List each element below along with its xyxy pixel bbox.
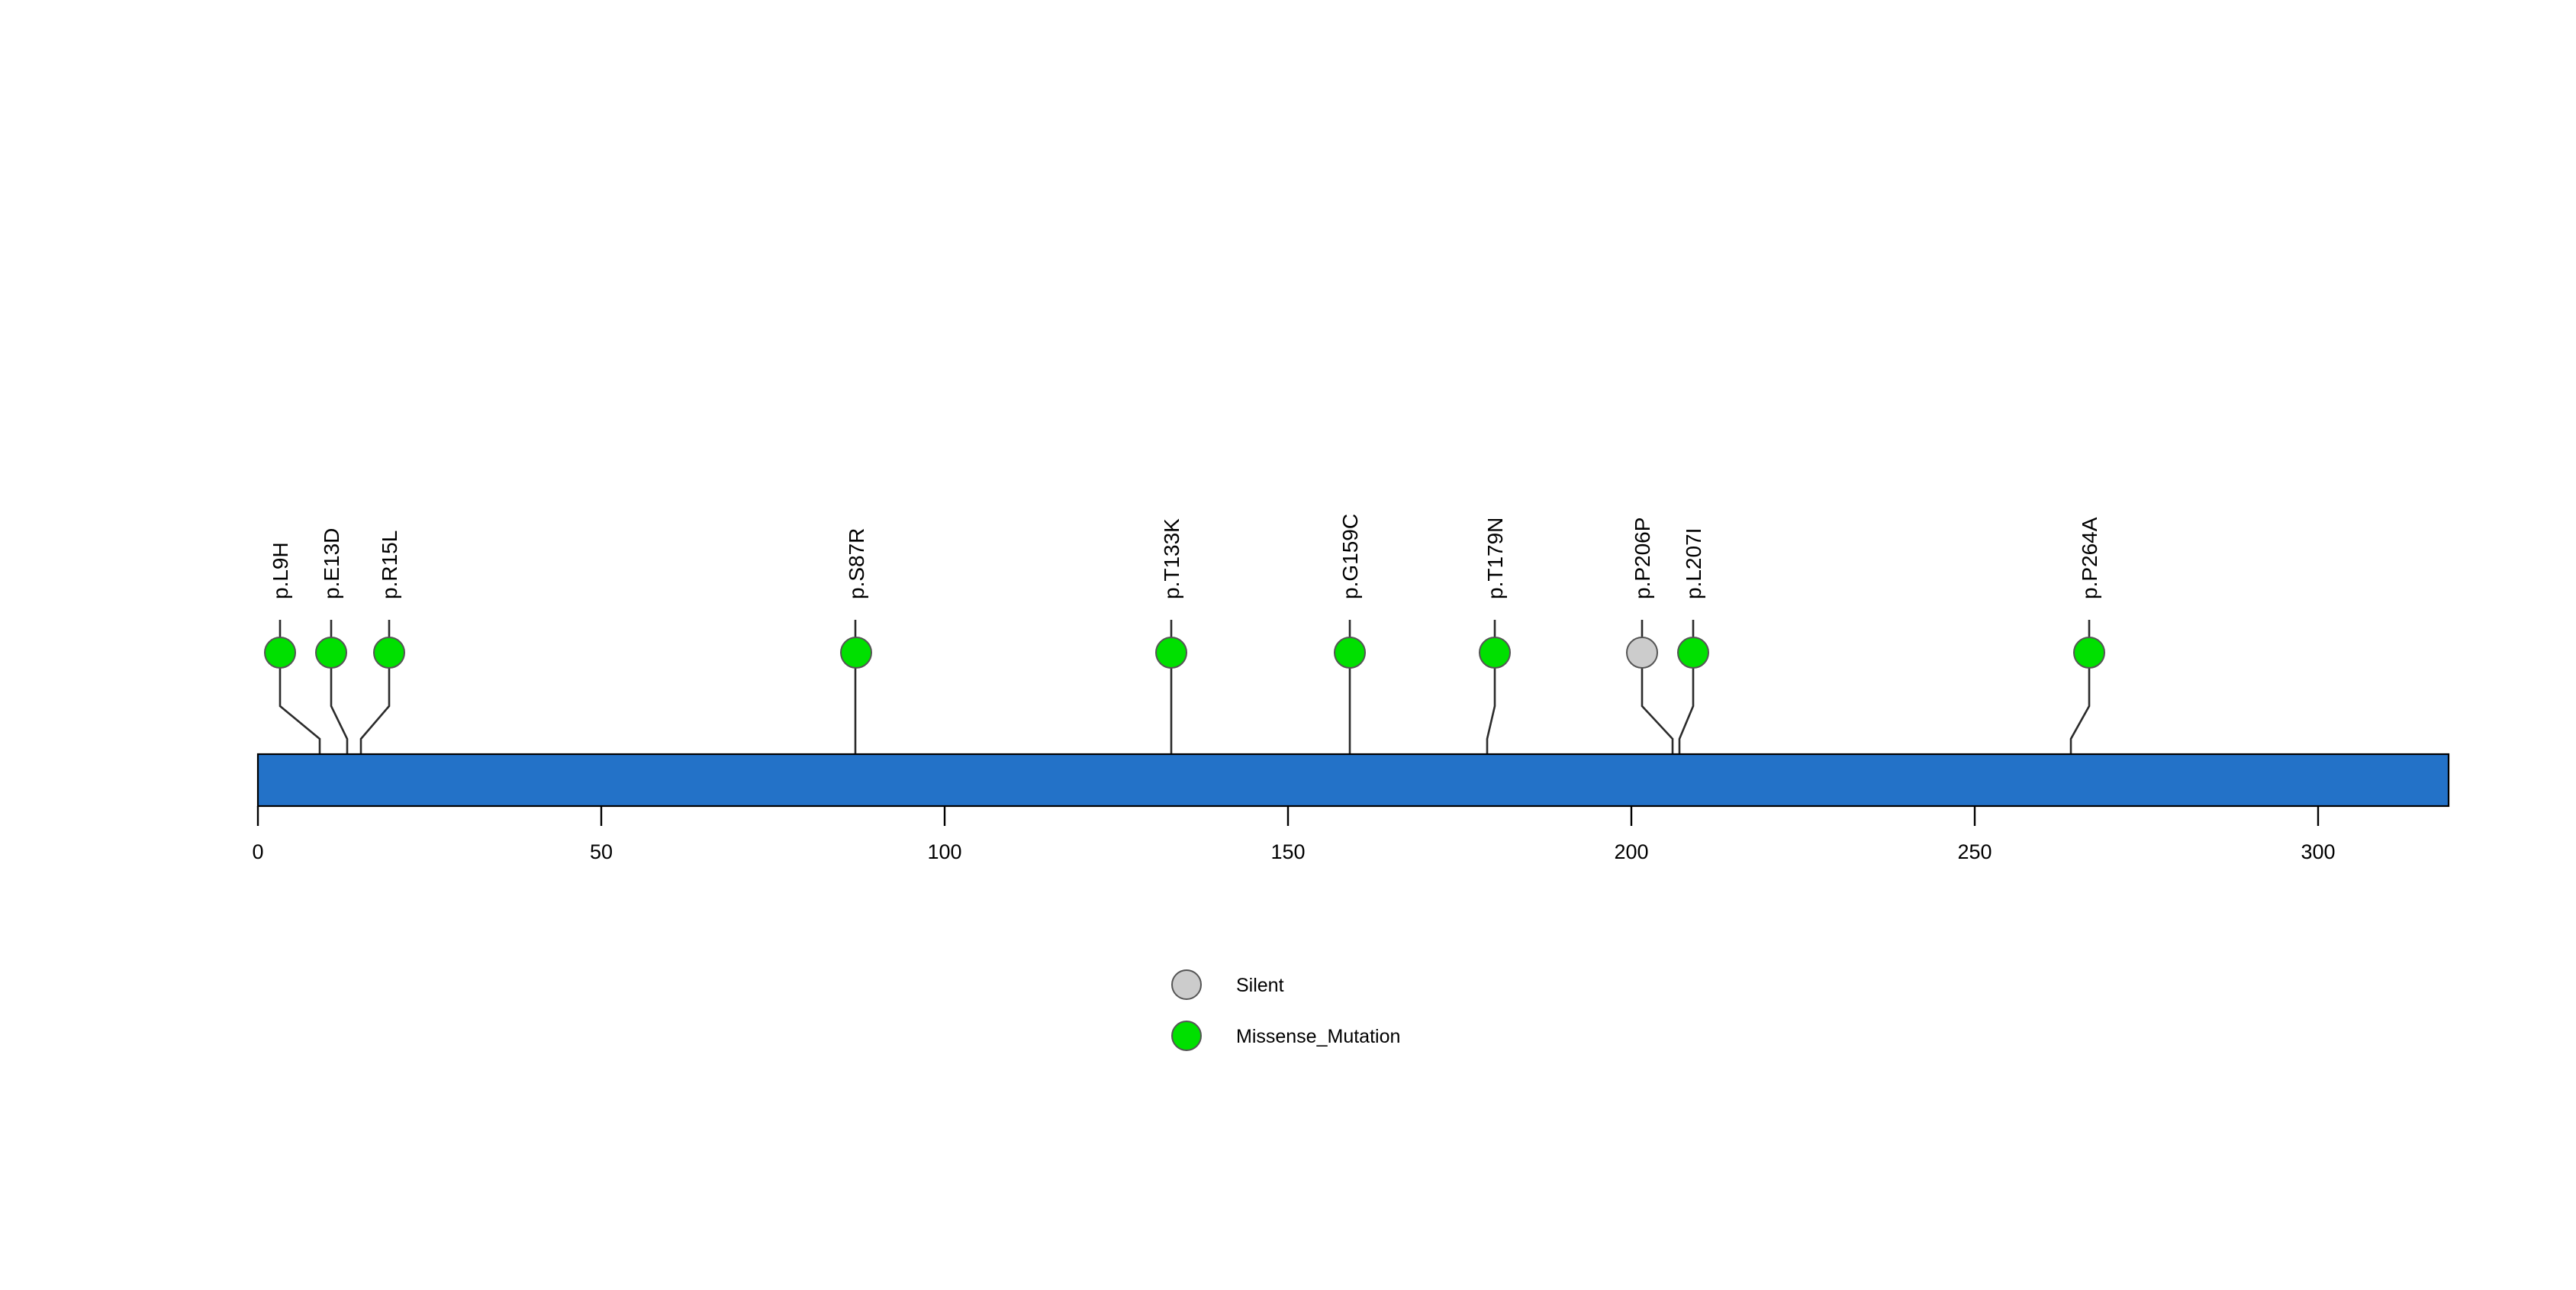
- mutation-marker-pp264a[interactable]: p.P264A Missense_Mutation: [2073, 637, 2105, 669]
- x-axis-tick-label-200: 200: [1614, 840, 1648, 863]
- protein-backbone-bar: [256, 753, 2450, 808]
- legend-label-missense-mutation: Missense_Mutation: [1236, 1026, 1400, 1047]
- mutation-label-pt133k: p.T133K: [1160, 518, 1183, 599]
- mutation-marker-pe13d[interactable]: p.E13D Missense_Mutation: [315, 637, 347, 669]
- legend-swatch-silent[interactable]: [1171, 969, 1202, 1000]
- x-axis-tick-label-100: 100: [927, 840, 961, 863]
- mutation-label-pg159c: p.G159C: [1338, 514, 1362, 599]
- mutation-marker-ps87r[interactable]: p.S87R Missense_Mutation: [840, 637, 872, 669]
- protein-domain-bar-layer: [256, 753, 2450, 808]
- mutation-label-pp206p: p.P206P: [1631, 518, 1654, 599]
- mutation-marker-pt133k[interactable]: p.T133K Missense_Mutation: [1155, 637, 1187, 669]
- mutation-label-pl9h: p.L9H: [269, 542, 292, 599]
- x-axis-layer: 0 50 100 150 200 250 300: [252, 806, 2336, 863]
- mutation-labels-layer: p.L9H p.E13D p.R15L p.S87R p.T133K p.G159C p.T…: [269, 514, 2101, 599]
- x-axis-tick-label-150: 150: [1270, 840, 1305, 863]
- mutation-marker-pg159c[interactable]: p.G159C Missense_Mutation: [1334, 637, 1366, 669]
- mutation-marker-pr15l[interactable]: p.R15L Missense_Mutation: [373, 637, 405, 669]
- mutation-marker-pl9h[interactable]: p.L9H Missense_Mutation: [264, 637, 296, 669]
- x-axis-tick-label-50: 50: [590, 840, 613, 863]
- x-axis-tick-label-300: 300: [2301, 840, 2335, 863]
- mutation-label-pr15l: p.R15L: [378, 531, 401, 599]
- mutation-label-ps87r: p.S87R: [845, 528, 868, 599]
- mutation-markers-layer: p.L9H Missense_Mutation p.E13D Missense_M…: [264, 637, 2105, 669]
- mutation-marker-pp206p[interactable]: p.P206P Silent: [1626, 637, 1658, 669]
- x-axis-tick-label-0: 0: [252, 840, 263, 863]
- mutation-label-pe13d: p.E13D: [320, 528, 343, 599]
- legend-swatch-missense-mutation[interactable]: [1171, 1021, 1202, 1051]
- mutation-label-pp264a: p.P264A: [2078, 517, 2101, 599]
- legend-label-silent: Silent: [1236, 975, 1284, 996]
- x-axis-tick-label-250: 250: [1957, 840, 1992, 863]
- mutation-marker-pl207i[interactable]: p.L207I Missense_Mutation: [1677, 637, 1709, 669]
- mutation-marker-pt179n[interactable]: p.T179N Missense_Mutation: [1479, 637, 1511, 669]
- mutation-label-pt179n: p.T179N: [1483, 518, 1507, 599]
- mutation-label-pl207i: p.L207I: [1682, 528, 1705, 599]
